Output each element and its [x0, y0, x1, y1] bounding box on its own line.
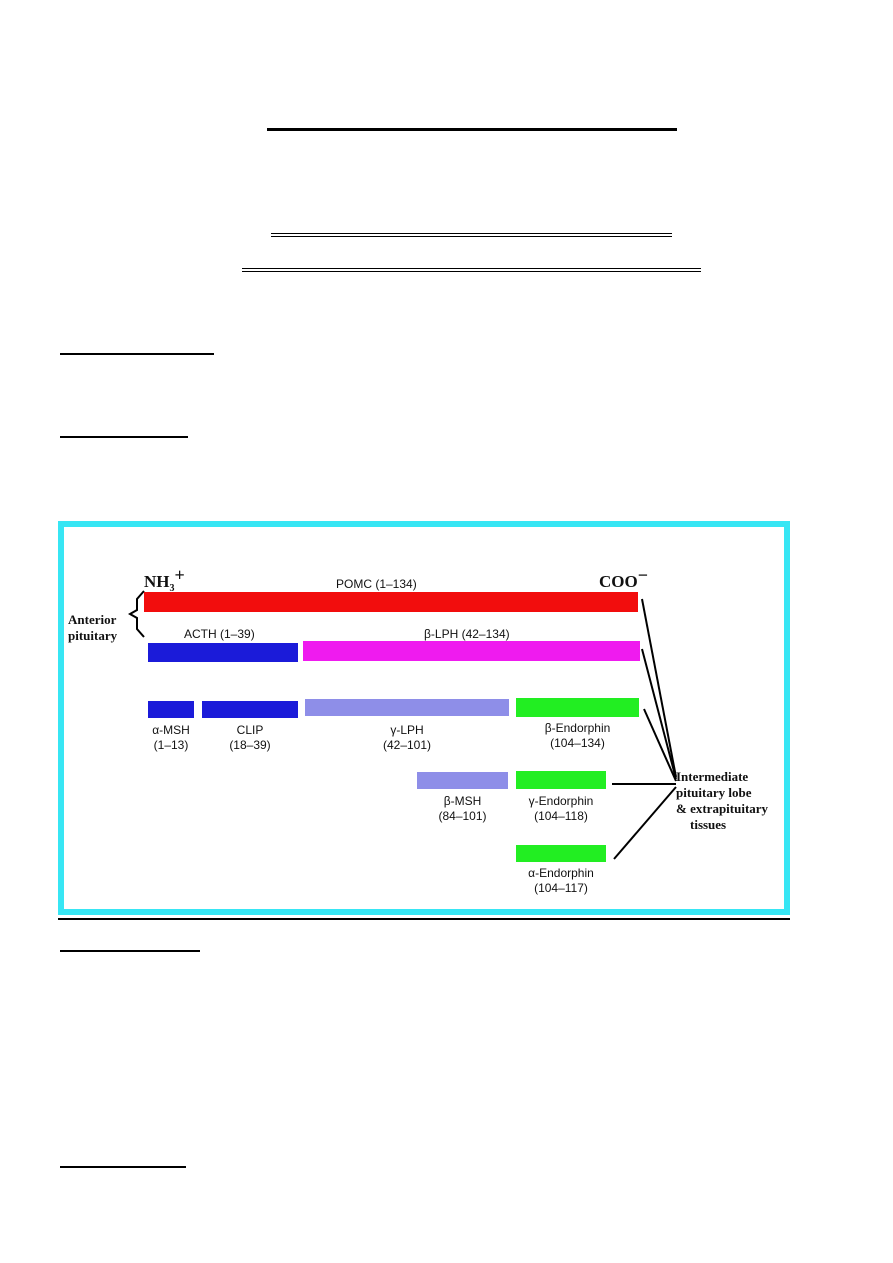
gamma-lph-bar [305, 699, 509, 716]
alpha-msh-label: α-MSH (1–13) [148, 723, 194, 753]
section-underline-1 [60, 353, 214, 355]
beta-endorphin-bar [516, 698, 639, 717]
figure-bottom-rule [58, 918, 790, 920]
intermediate-line-3: & extrapituitary [676, 801, 769, 816]
line-beta-endorphin [643, 708, 677, 782]
beta-msh-bar [417, 772, 508, 789]
intermediate-pituitary-label: Intermediate pituitary lobe & extrapitui… [676, 769, 768, 833]
beta-endorphin-label: β-Endorphin (104–134) [516, 721, 639, 751]
subtitle-double-rule-2 [242, 268, 701, 272]
intermediate-line-1: Intermediate [676, 769, 749, 784]
c-terminus-main: COO [599, 572, 638, 591]
alpha-msh-bar [148, 701, 194, 718]
gamma-endorphin-range: (104–118) [534, 809, 588, 823]
subtitle-double-rule-1 [271, 233, 672, 237]
clip-range: (18–39) [229, 738, 271, 752]
anterior-brace [127, 590, 145, 638]
gamma-lph-label: γ-LPH (42–101) [305, 723, 509, 753]
gamma-endorphin-name: γ-Endorphin [528, 794, 594, 808]
beta-lph-label: β-LPH (42–134) [424, 627, 510, 641]
c-terminus-charge: − [637, 565, 648, 585]
anterior-line-1: Anterior [68, 612, 117, 627]
alpha-endorphin-label: α-Endorphin (104–117) [506, 866, 616, 896]
gamma-lph-name: γ-LPH [390, 723, 424, 737]
clip-bar [202, 701, 298, 718]
section-underline-4 [60, 1166, 186, 1168]
alpha-endorphin-bar [516, 845, 606, 862]
beta-endorphin-name: β-Endorphin [544, 721, 611, 735]
gamma-endorphin-bar [516, 771, 606, 789]
n-terminus-label: NH3+ [144, 565, 185, 594]
anterior-pituitary-label: Anterior pituitary [68, 612, 117, 644]
section-underline-2 [60, 436, 188, 438]
intermediate-line-2: pituitary lobe [676, 785, 752, 800]
title-rule [267, 128, 677, 131]
beta-msh-label: β-MSH (84–101) [417, 794, 508, 824]
alpha-endorphin-range: (104–117) [534, 881, 588, 895]
beta-endorphin-range: (104–134) [550, 736, 605, 750]
n-terminus-subscript: 3 [169, 583, 175, 594]
pomc-bar [144, 592, 638, 612]
c-terminus-label: COO− [599, 565, 648, 592]
acth-bar [148, 643, 298, 662]
line-pomc [641, 598, 677, 778]
beta-msh-name: β-MSH [443, 794, 482, 808]
alpha-endorphin-name: α-Endorphin [528, 866, 594, 880]
beta-lph-bar [303, 641, 640, 661]
intermediate-line-4: tissues [690, 817, 727, 832]
n-terminus-main: NH [144, 572, 170, 591]
gamma-endorphin-label: γ-Endorphin (104–118) [516, 794, 606, 824]
section-underline-3 [60, 950, 200, 952]
anterior-line-2: pituitary [68, 628, 118, 643]
n-terminus-charge: + [174, 565, 185, 585]
alpha-msh-range: (1–13) [153, 738, 189, 752]
acth-label: ACTH (1–39) [184, 627, 255, 641]
pomc-label: POMC (1–134) [336, 577, 417, 591]
connector-lines [127, 590, 677, 860]
line-beta-lph [641, 648, 677, 780]
beta-msh-range: (84–101) [438, 809, 487, 823]
clip-name: CLIP [236, 723, 264, 737]
gamma-lph-range: (42–101) [382, 738, 432, 752]
line-alpha-endorphin [613, 786, 677, 860]
alpha-msh-name: α-MSH [152, 723, 190, 737]
pomc-processing-diagram: NH3+ COO− POMC (1–134) Anterior pituitar… [58, 521, 790, 915]
clip-label: CLIP (18–39) [202, 723, 298, 753]
